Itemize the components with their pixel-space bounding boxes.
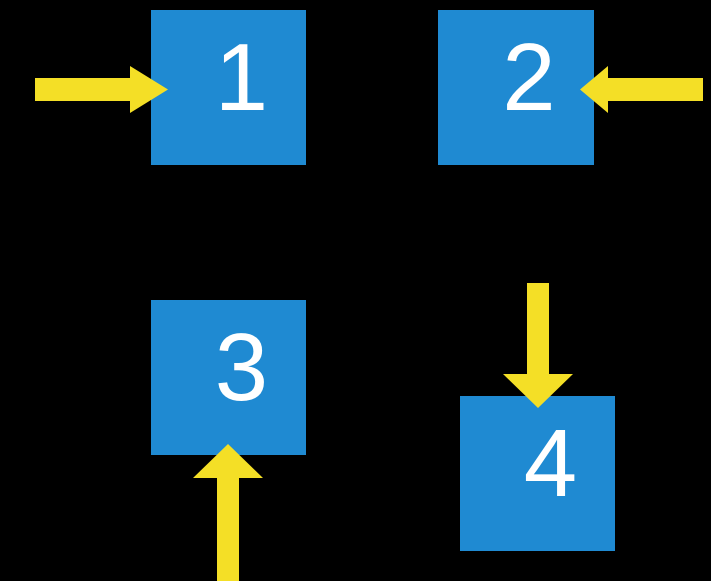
arrow-up-icon xyxy=(193,444,263,581)
node-label-2: 2 xyxy=(502,23,556,131)
arrow-up-into-node-3 xyxy=(193,444,263,581)
node-label-1: 1 xyxy=(214,23,269,131)
node-box-2[interactable]: 2 xyxy=(438,10,594,165)
node-box-1[interactable]: 1 xyxy=(151,10,306,165)
node-label-4: 4 xyxy=(523,409,578,517)
node-box-3[interactable]: 3 xyxy=(151,300,306,455)
node-label-3: 3 xyxy=(214,313,269,421)
arrow-right-icon xyxy=(35,66,168,113)
arrow-down-icon xyxy=(503,283,573,408)
arrow-left-into-node-2 xyxy=(580,66,703,113)
arrow-down-into-node-4 xyxy=(503,283,573,408)
arrow-right-into-node-1 xyxy=(35,66,168,113)
arrow-left-icon xyxy=(580,66,703,113)
node-box-4[interactable]: 4 xyxy=(460,396,615,551)
